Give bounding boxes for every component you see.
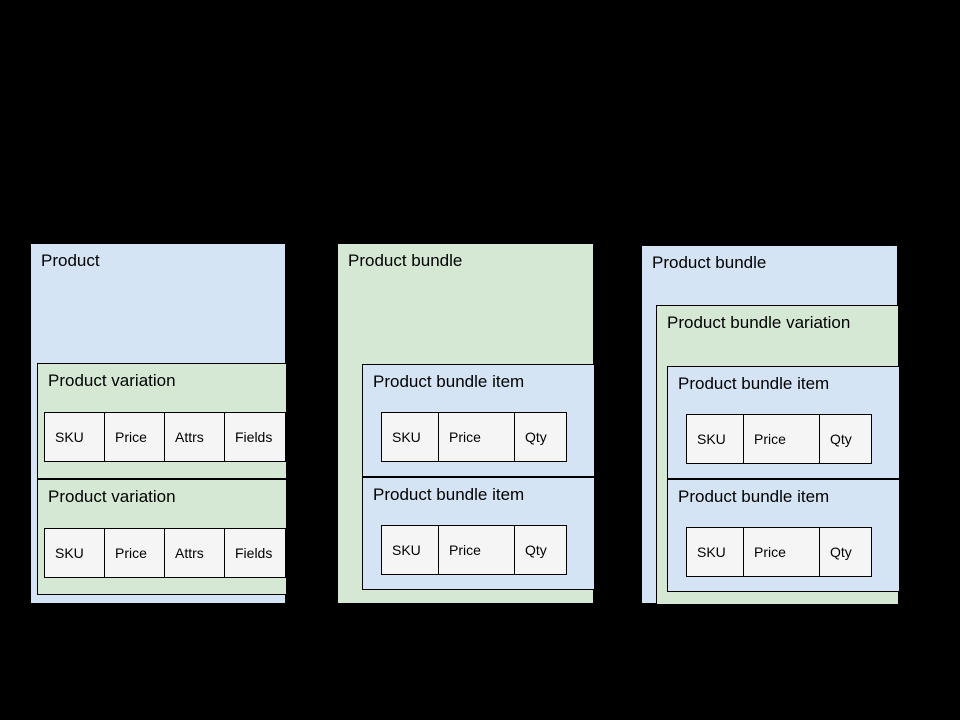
cell-sku: SKU <box>686 414 744 464</box>
product-variation-title-1: Product variation <box>48 371 176 390</box>
cell-attrs: Attrs <box>164 412 225 462</box>
cell-sku: SKU <box>381 412 439 462</box>
cell-sku: SKU <box>381 525 439 575</box>
product-variation-cells-2: SKU Price Attrs Fields <box>44 528 287 578</box>
cell-sku: SKU <box>686 527 744 577</box>
product-bundle-variation-panel-title: Product bundle <box>652 253 767 272</box>
product-bundle-item-cells-2: SKU Price Qty <box>381 525 568 575</box>
product-variation-title-2: Product variation <box>48 487 176 506</box>
product-bundle-item-box-1: Product bundle item SKU Price Qty <box>667 366 900 479</box>
cell-price: Price <box>104 528 165 578</box>
product-bundle-panel-title: Product bundle <box>348 251 463 270</box>
product-bundle-item-cells-1: SKU Price Qty <box>381 412 568 462</box>
product-bundle-item-title-1: Product bundle item <box>373 372 525 391</box>
product-variation-cells-1: SKU Price Attrs Fields <box>44 412 287 462</box>
cell-price: Price <box>438 412 515 462</box>
product-panel: Product Product variation SKU Price Attr… <box>30 243 287 604</box>
cell-qty: Qty <box>514 412 567 462</box>
product-variation-box-1: Product variation SKU Price Attrs Fields <box>37 363 287 479</box>
product-bundle-item-title-1: Product bundle item <box>678 374 830 393</box>
cell-fields: Fields <box>224 528 286 578</box>
cell-qty: Qty <box>819 527 872 577</box>
product-bundle-item-cells-1: SKU Price Qty <box>686 414 873 464</box>
product-bundle-item-cells-2: SKU Price Qty <box>686 527 873 577</box>
cell-sku: SKU <box>44 528 105 578</box>
product-bundle-item-box-2: Product bundle item SKU Price Qty <box>667 479 900 592</box>
product-panel-title: Product <box>41 251 100 270</box>
product-variation-box-2: Product variation SKU Price Attrs Fields <box>37 479 287 595</box>
cell-price: Price <box>438 525 515 575</box>
cell-qty: Qty <box>819 414 872 464</box>
product-bundle-variation-title: Product bundle variation <box>667 313 851 332</box>
cell-price: Price <box>104 412 165 462</box>
product-bundle-item-box-2: Product bundle item SKU Price Qty <box>362 477 595 590</box>
cell-price: Price <box>743 414 820 464</box>
cell-qty: Qty <box>514 525 567 575</box>
cell-price: Price <box>743 527 820 577</box>
product-bundle-item-title-2: Product bundle item <box>678 487 830 506</box>
cell-sku: SKU <box>44 412 105 462</box>
cell-fields: Fields <box>224 412 286 462</box>
product-bundle-item-title-2: Product bundle item <box>373 485 525 504</box>
cell-attrs: Attrs <box>164 528 225 578</box>
product-bundle-variation-panel: Product bundle Product bundle variation … <box>641 245 900 605</box>
product-bundle-variation-box: Product bundle variation Product bundle … <box>656 305 900 605</box>
product-bundle-panel: Product bundle Product bundle item SKU P… <box>337 243 595 604</box>
product-bundle-item-box-1: Product bundle item SKU Price Qty <box>362 364 595 477</box>
